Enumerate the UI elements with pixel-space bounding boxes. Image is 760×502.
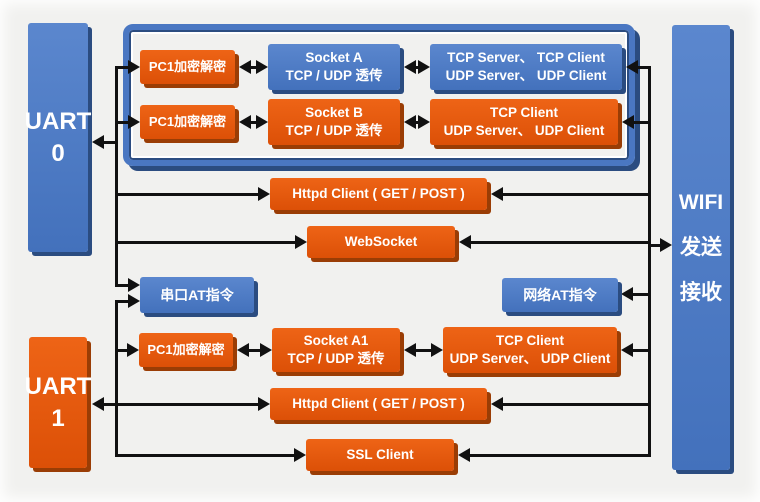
connector-arrowhead: [660, 238, 672, 252]
node-pc1-row3: PC1加密解密: [139, 333, 233, 367]
connector-line: [249, 349, 260, 352]
connector-arrowhead: [128, 278, 140, 292]
node-modes-row1: TCP Server、 TCP Client UDP Server、 UDP C…: [430, 44, 622, 90]
connector-line: [503, 193, 651, 196]
connector-line: [115, 454, 295, 457]
connector-arrowhead: [404, 60, 416, 74]
connector-line: [416, 349, 431, 352]
node-pc1-row2: PC1加密解密: [140, 105, 235, 139]
connector-line: [633, 349, 651, 352]
connector-arrowhead: [418, 115, 430, 129]
connector-arrowhead: [256, 115, 268, 129]
connector-arrowhead: [256, 60, 268, 74]
connector-line: [251, 121, 256, 124]
connector-arrowhead: [92, 135, 104, 149]
connector-arrowhead: [621, 287, 633, 301]
node-socket-b: Socket B TCP / UDP 透传: [268, 99, 400, 145]
connector-arrowhead: [491, 397, 503, 411]
connector-arrowhead: [626, 60, 638, 74]
node-modes-row2: TCP Client UDP Server、 UDP Client: [430, 99, 618, 145]
connector-arrowhead: [294, 448, 306, 462]
node-httpd-row1: Httpd Client ( GET / POST ): [270, 178, 487, 210]
connector-arrowhead: [622, 115, 634, 129]
connector-arrowhead: [295, 235, 307, 249]
connector-arrowhead: [128, 294, 140, 308]
node-wifi: WIFI 发送 接收: [672, 25, 730, 470]
connector-arrowhead: [128, 115, 140, 129]
node-network-at: 网络AT指令: [502, 278, 618, 312]
connector-arrowhead: [128, 60, 140, 74]
node-pc1-row1: PC1加密解密: [140, 50, 235, 84]
connector-line: [470, 454, 651, 457]
connector-line: [115, 66, 129, 69]
node-socket-a1: Socket A1 TCP / UDP 透传: [272, 328, 400, 372]
node-ssl-client: SSL Client: [306, 439, 454, 471]
node-uart1: UART 1: [25, 337, 91, 468]
connector-arrowhead: [237, 343, 249, 357]
trunk-wifi: [648, 66, 651, 457]
connector-arrowhead: [260, 343, 272, 357]
connector-line: [634, 121, 651, 124]
connector-arrowhead: [258, 187, 270, 201]
connector-line: [104, 403, 258, 406]
connector-arrowhead: [92, 397, 104, 411]
connector-arrowhead: [431, 343, 443, 357]
node-serial-at: 串口AT指令: [140, 277, 254, 313]
trunk-uart1: [115, 300, 118, 457]
connector-arrowhead: [258, 397, 270, 411]
connector-arrowhead: [239, 115, 251, 129]
connector-line: [115, 241, 296, 244]
socket-group-frame: [123, 24, 635, 166]
connector-line: [638, 66, 651, 69]
node-websocket: WebSocket: [307, 226, 455, 258]
connector-arrowhead: [458, 448, 470, 462]
trunk-uart0: [115, 66, 118, 287]
connector-line: [471, 241, 651, 244]
node-httpd-row2: Httpd Client ( GET / POST ): [270, 388, 487, 420]
connector-line: [115, 284, 129, 287]
connector-line: [104, 141, 117, 144]
connector-line: [115, 349, 128, 352]
connector-line: [115, 121, 129, 124]
connector-line: [115, 300, 129, 303]
node-modes-row3: TCP Client UDP Server、 UDP Client: [443, 327, 617, 373]
connector-line: [633, 293, 651, 296]
node-socket-a: Socket A TCP / UDP 透传: [268, 44, 400, 90]
connector-arrowhead: [404, 115, 416, 129]
connector-arrowhead: [127, 343, 139, 357]
connector-line: [416, 121, 418, 124]
connector-line: [251, 66, 256, 69]
connector-arrowhead: [621, 343, 633, 357]
connector-arrowhead: [418, 60, 430, 74]
connector-line: [115, 193, 258, 196]
connector-arrowhead: [491, 187, 503, 201]
connector-arrowhead: [459, 235, 471, 249]
connector-line: [416, 66, 418, 69]
node-uart0: UART 0: [25, 23, 91, 252]
connector-line: [503, 403, 651, 406]
connector-line: [649, 244, 660, 247]
connector-arrowhead: [404, 343, 416, 357]
connector-arrowhead: [239, 60, 251, 74]
